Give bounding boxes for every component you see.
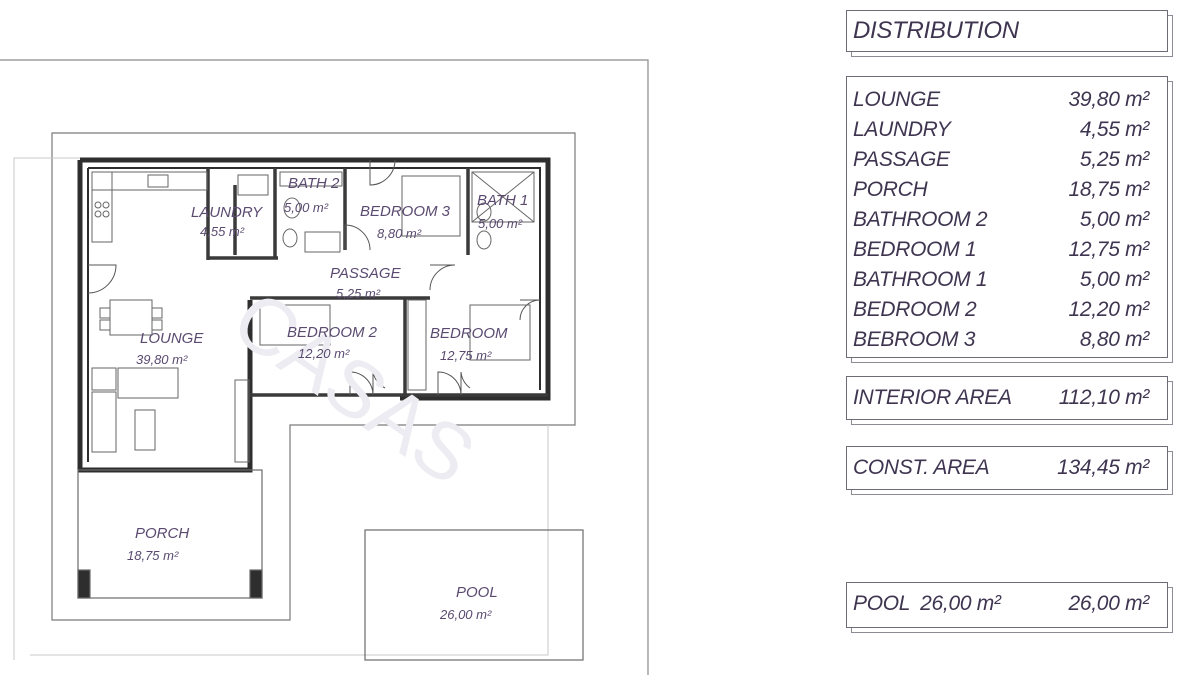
pool-area-box: POOL 26,00 m² 26,00 m² — [846, 582, 1168, 628]
pool-area-value-2: 26,00 m² — [1068, 592, 1150, 615]
pool-area-value-1: 26,00 m² — [920, 592, 1001, 615]
room-label-laundry: LAUNDRY — [191, 204, 263, 221]
terrace-outline — [51, 132, 576, 621]
room-area: 4,55 m² — [1079, 118, 1149, 141]
distribution-row: BATHROOM 2 5,00 m² — [847, 205, 1167, 235]
room-label-bedroom3: BEDROOM 3 — [360, 203, 451, 220]
room-name: PASSAGE — [853, 148, 950, 171]
room-label-bedroom2: BEDROOM 2 — [287, 324, 378, 341]
room-area: 18,75 m² — [1068, 178, 1150, 201]
room-name: BEDROOM 1 — [853, 238, 977, 261]
room-area-laundry: 4,55 m² — [200, 224, 245, 239]
faint-outline — [13, 157, 80, 660]
faint-outline-2 — [30, 425, 549, 656]
distribution-row: BATHROOM 1 5,00 m² — [847, 265, 1167, 295]
room-area-bath2: 5,00 m² — [284, 200, 329, 215]
doors — [87, 159, 541, 396]
room-area-bedroom1: 12,75 m² — [440, 348, 492, 363]
pool-outline — [364, 529, 584, 661]
room-name: BATHROOM 1 — [853, 268, 988, 291]
room-label-porch: PORCH — [135, 525, 189, 542]
room-label-bath1: BATH 1 — [477, 192, 528, 209]
distribution-list: LOUNGE 39,80 m² LAUNDRY 4,55 m² PASSAGE 5,2… — [846, 76, 1168, 358]
plot-boundary — [0, 59, 649, 675]
room-area-bath1: 5,00 m² — [478, 216, 523, 231]
distribution-row: BEDROOM 1 12,75 m² — [847, 235, 1167, 265]
distribution-row: LAUNDRY 4,55 m² — [847, 115, 1167, 145]
distribution-row: PORCH 18,75 m² — [847, 175, 1167, 205]
room-area-lounge: 39,80 m² — [136, 352, 188, 367]
construction-area-box: CONST. AREA 134,45 m² — [846, 446, 1168, 490]
interior-area-value: 112,10 m² — [1058, 386, 1150, 409]
distribution-row: BEDROOM 2 12,20 m² — [847, 295, 1167, 325]
room-area: 12,75 m² — [1068, 238, 1150, 261]
room-name: BATHROOM 2 — [853, 208, 988, 231]
room-label-lounge: LOUNGE — [140, 330, 204, 347]
room-name: BEDROOM 2 — [853, 298, 977, 321]
room-area: 5,25 m² — [1079, 148, 1149, 171]
distribution-title: DISTRIBUTION — [853, 17, 1019, 44]
room-area: 39,80 m² — [1068, 88, 1150, 111]
construction-area-label: CONST. AREA — [853, 456, 990, 479]
room-area-bedroom2: 12,20 m² — [298, 346, 350, 361]
watermark: CASAS — [217, 273, 490, 501]
distribution-row: LOUNGE 39,80 m² — [847, 85, 1167, 115]
room-area: 5,00 m² — [1079, 268, 1149, 291]
floor-plan: CASAS LAUNDRY 4,55 m² BATH 2 5,00 m² BED… — [0, 59, 649, 675]
room-label-bath2: BATH 2 — [288, 175, 340, 192]
fixtures — [91, 171, 535, 463]
room-name: LOUNGE — [853, 88, 940, 111]
room-name: PORCH — [853, 178, 928, 201]
interior-walls — [206, 168, 548, 397]
room-area-pool: 26,00 m² — [439, 607, 492, 622]
room-area: 8,80 m² — [1079, 328, 1149, 351]
interior-area-box: INTERIOR AREA 112,10 m² — [846, 376, 1168, 420]
room-area: 5,00 m² — [1079, 208, 1149, 231]
room-label-bedroom1: BEDROOM — [430, 325, 508, 342]
room-area-bedroom3: 8,80 m² — [377, 226, 422, 241]
interior-area-label: INTERIOR AREA — [853, 386, 1012, 409]
porch-outline — [77, 469, 263, 599]
room-area-passage: 5,25 m² — [336, 286, 381, 301]
pool-area-label: POOL — [853, 592, 911, 615]
distribution-title-box: DISTRIBUTION — [846, 10, 1168, 52]
distribution-row: PASSAGE 5,25 m² — [847, 145, 1167, 175]
room-area-porch: 18,75 m² — [127, 548, 179, 563]
distribution-row: BEBROOM 3 8,80 m² — [847, 325, 1167, 355]
room-name: LAUNDRY — [853, 118, 951, 141]
room-name: BEBROOM 3 — [853, 328, 976, 351]
construction-area-value: 134,45 m² — [1057, 456, 1149, 479]
room-label-passage: PASSAGE — [330, 265, 402, 282]
room-labels: LAUNDRY 4,55 m² BATH 2 5,00 m² BEDROOM 3… — [127, 175, 528, 622]
room-area: 12,20 m² — [1068, 298, 1150, 321]
room-label-pool: POOL — [456, 584, 498, 601]
